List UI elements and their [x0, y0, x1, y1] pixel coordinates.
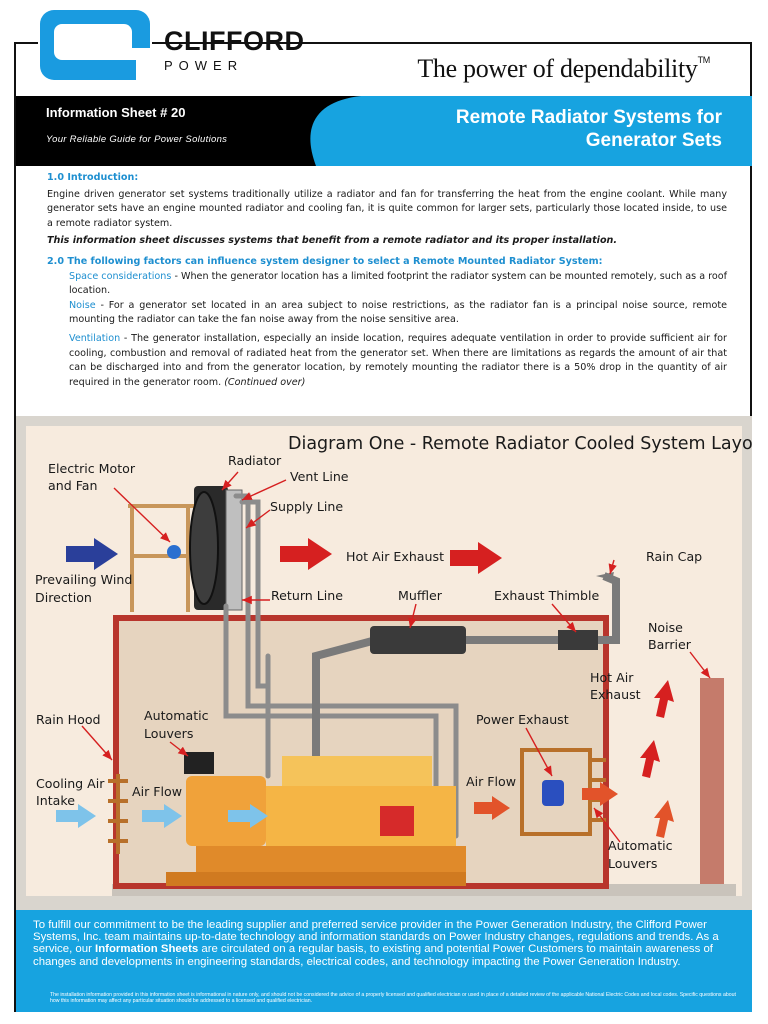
label-barrier: Barrier — [648, 637, 692, 652]
label-automatic-left: Automatic — [144, 708, 209, 723]
sheet-title: Remote Radiator Systems for Generator Se… — [392, 106, 722, 152]
label-power-exhaust: Power Exhaust — [476, 712, 569, 727]
noise-paragraph: Noise - For a generator set located in a… — [47, 299, 727, 328]
label-cooling-air: Cooling Air — [36, 776, 105, 791]
tagline: The power of dependabilityTM — [417, 54, 710, 84]
radiator-diagram: Diagram One - Remote Radiator Cooled Sys… — [16, 416, 752, 910]
label-louvers-left: Louvers — [144, 726, 193, 741]
leader-lines — [81, 471, 711, 843]
label-and-fan: and Fan — [48, 478, 97, 493]
generator-set — [166, 752, 466, 886]
label-automatic-right: Automatic — [608, 838, 673, 853]
vent-paragraph: Ventilation - The generator installation… — [47, 332, 727, 390]
label-air-flow-right: Air Flow — [466, 774, 516, 789]
label-hot-air-exhaust: Hot Air Exhaust — [346, 549, 444, 564]
trademark: TM — [697, 55, 711, 65]
label-prevailing-wind: Prevailing Wind — [35, 572, 132, 587]
sheet-guide: Your Reliable Guide for Power Solutions — [46, 134, 228, 145]
brand-sub: POWER — [164, 58, 244, 73]
label-exhaust-thimble: Exhaust Thimble — [494, 588, 600, 603]
footer-text-2: are circulated on a regular basis, to ex… — [33, 943, 713, 968]
footer-commitment: To fulfill our commitment to be the lead… — [33, 919, 737, 968]
label-electric-motor: Electric Motor — [48, 461, 136, 476]
muffler — [370, 626, 466, 654]
label-direction: Direction — [35, 590, 92, 605]
fan-motor — [167, 545, 181, 559]
clifford-logo — [38, 8, 152, 82]
left-louvers — [108, 774, 128, 854]
sheet-title-line1: Remote Radiator Systems for — [455, 107, 722, 128]
power-exhaust-fan — [542, 780, 564, 806]
brand-wordmark: CLIFFORD POWER — [164, 26, 305, 74]
label-return-line: Return Line — [271, 588, 343, 603]
label-radiator: Radiator — [228, 453, 282, 468]
label-muffler: Muffler — [398, 588, 443, 603]
footer-text-bold: Information Sheets — [95, 943, 199, 956]
space-text: - When the generator location has a limi… — [69, 270, 727, 297]
airflow-arrows — [56, 680, 674, 838]
footer-banner: To fulfill our commitment to be the lead… — [16, 910, 752, 1012]
footer-disclaimer: The installation information provided in… — [50, 992, 736, 1005]
vent-label: Ventilation — [69, 332, 121, 344]
section-1-text: Engine driven generator set systems trad… — [47, 188, 727, 229]
section-1-heading: 1.0 Introduction: — [47, 172, 139, 183]
noise-label: Noise — [69, 299, 96, 311]
label-louvers-right: Louvers — [608, 856, 657, 871]
label-intake: Intake — [36, 793, 75, 808]
brand-name: CLIFFORD — [164, 26, 305, 56]
tagline-text: The power of dependability — [417, 54, 698, 83]
space-label: Space considerations — [69, 270, 172, 282]
footer-text-1: To fulfill our commitment to be the lead… — [33, 919, 719, 956]
label-supply-line: Supply Line — [270, 499, 343, 514]
label-noise: Noise — [648, 620, 683, 635]
label-rain-hood: Rain Hood — [36, 712, 101, 727]
sheet-number: Information Sheet # 20 — [46, 105, 186, 120]
sheet-title-line2: Generator Sets — [585, 130, 722, 151]
rain-cap — [596, 572, 614, 580]
label-exhaust: Exhaust — [590, 687, 641, 702]
noise-barrier — [700, 678, 724, 884]
exhaust-system — [312, 572, 620, 776]
banner-swoosh — [310, 96, 752, 166]
wind-arrows — [66, 538, 502, 574]
section-1-emphasis: This information sheet discusses systems… — [47, 235, 618, 247]
space-paragraph: Space considerations - When the generato… — [47, 270, 727, 299]
section-2-heading: 2.0 The following factors can influence … — [47, 255, 603, 267]
exhaust-thimble — [558, 630, 598, 650]
label-hot-air: Hot Air — [590, 670, 634, 685]
label-vent-line: Vent Line — [290, 469, 349, 484]
label-air-flow-left: Air Flow — [132, 784, 182, 799]
label-rain-cap: Rain Cap — [646, 549, 702, 564]
diagram-title: Diagram One - Remote Radiator Cooled Sys… — [288, 434, 752, 454]
radiator — [189, 486, 243, 611]
info-banner: Information Sheet # 20 Your Reliable Gui… — [16, 96, 752, 166]
continued-note: (Continued over) — [224, 376, 306, 388]
vent-text: - The generator installation, especially… — [69, 332, 727, 388]
noise-text: - For a generator set located in an area… — [69, 299, 727, 326]
article-body: 1.0 Introduction: Engine driven generato… — [47, 171, 727, 390]
